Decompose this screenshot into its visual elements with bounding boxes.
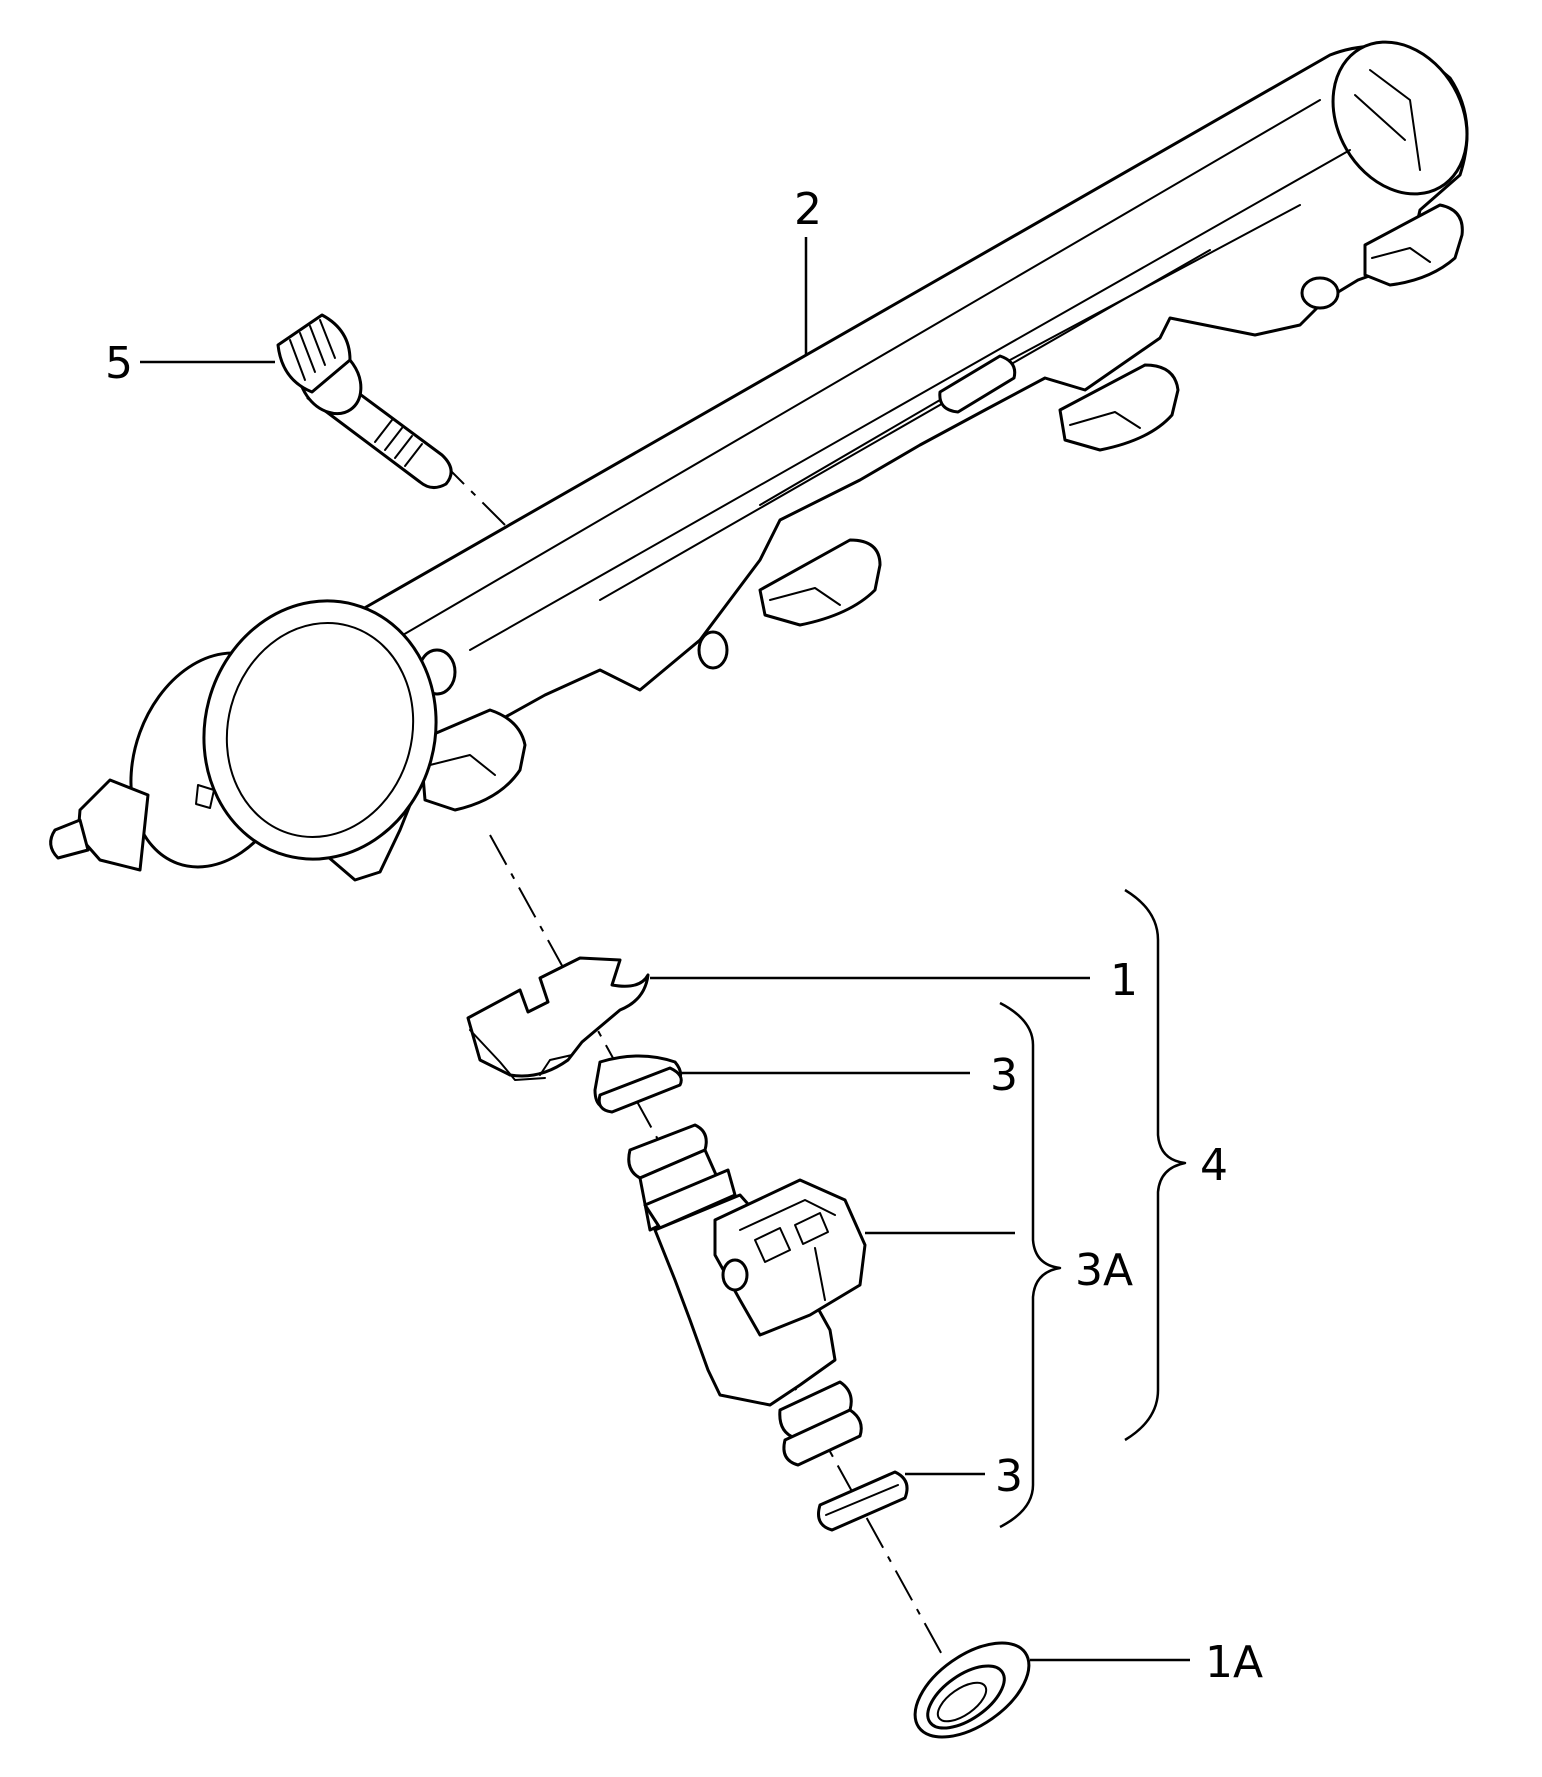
- injector-connector-latch: [721, 1258, 749, 1292]
- pressure-regulator-cover: [202, 599, 438, 861]
- brace-3a: [999, 1001, 1062, 1529]
- fuel-rail-boss-1: [418, 708, 527, 812]
- injector-axis-line: [489, 834, 946, 1661]
- injector-nozzle-ring: [782, 1408, 863, 1467]
- callout-3-upper: 3: [990, 1050, 1018, 1101]
- callout-3a: 3A: [1075, 1245, 1133, 1296]
- fuel-rail-sensor-sleeve: [938, 354, 1017, 414]
- injector-mid-collar: [643, 1168, 737, 1230]
- callout-5: 5: [105, 338, 133, 389]
- o-ring-lower: [817, 1470, 909, 1532]
- pressure-regulator-nozzle: [76, 778, 150, 872]
- fuel-rail: [49, 40, 1469, 882]
- callout-1a: 1A: [1205, 1637, 1263, 1688]
- bolt: [276, 313, 453, 489]
- fuel-rail-boss-3: [1058, 363, 1180, 452]
- callout-4: 4: [1200, 1140, 1228, 1191]
- pressure-regulator-tip: [49, 818, 90, 860]
- brace-4: [1124, 888, 1187, 1442]
- retaining-clip: [466, 956, 650, 1081]
- bolt-head-knurled: [276, 313, 352, 394]
- retaining-clip-body: [466, 956, 650, 1078]
- injector-seal-inner: [926, 1664, 1006, 1730]
- fuel-rail-end-cap: [1331, 40, 1469, 196]
- callout-1: 1: [1110, 955, 1138, 1006]
- injector-seal: [913, 1641, 1031, 1739]
- callout-3-lower: 3: [995, 1451, 1023, 1502]
- fuel-injector: [627, 1123, 867, 1467]
- fuel-rail-mount-hole-1: [697, 630, 729, 670]
- fuel-rail-mount-hole-2: [1300, 276, 1340, 310]
- o-ring-upper-band: [597, 1066, 683, 1114]
- callout-2: 2: [794, 184, 822, 235]
- fuel-rail-boss-4: [1363, 203, 1464, 287]
- fuel-rail-boss-2: [758, 538, 882, 627]
